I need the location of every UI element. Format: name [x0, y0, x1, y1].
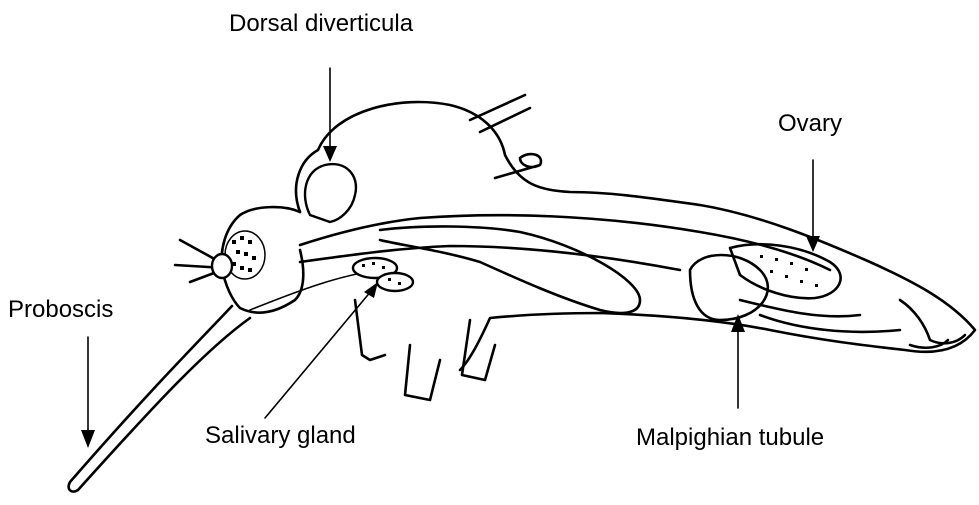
label-arrows	[81, 68, 820, 448]
midgut	[380, 226, 640, 313]
wing-base	[470, 95, 541, 178]
salivary-gland	[353, 258, 413, 291]
label-ovary: Ovary	[778, 112, 842, 136]
abdominal-tip	[900, 300, 965, 348]
proboscis	[69, 306, 250, 492]
label-proboscis: Proboscis	[8, 298, 113, 322]
label-salivary-gland: Salivary gland	[205, 424, 356, 448]
label-malpighian-tubule: Malpighian tubule	[636, 426, 824, 450]
malpighian-tubules	[690, 255, 900, 332]
label-dorsal-diverticula: Dorsal diverticula	[229, 12, 413, 36]
pedicel	[212, 254, 232, 278]
head-outline	[222, 207, 304, 313]
body-outline	[296, 102, 975, 370]
dorsal-diverticula	[305, 164, 356, 222]
